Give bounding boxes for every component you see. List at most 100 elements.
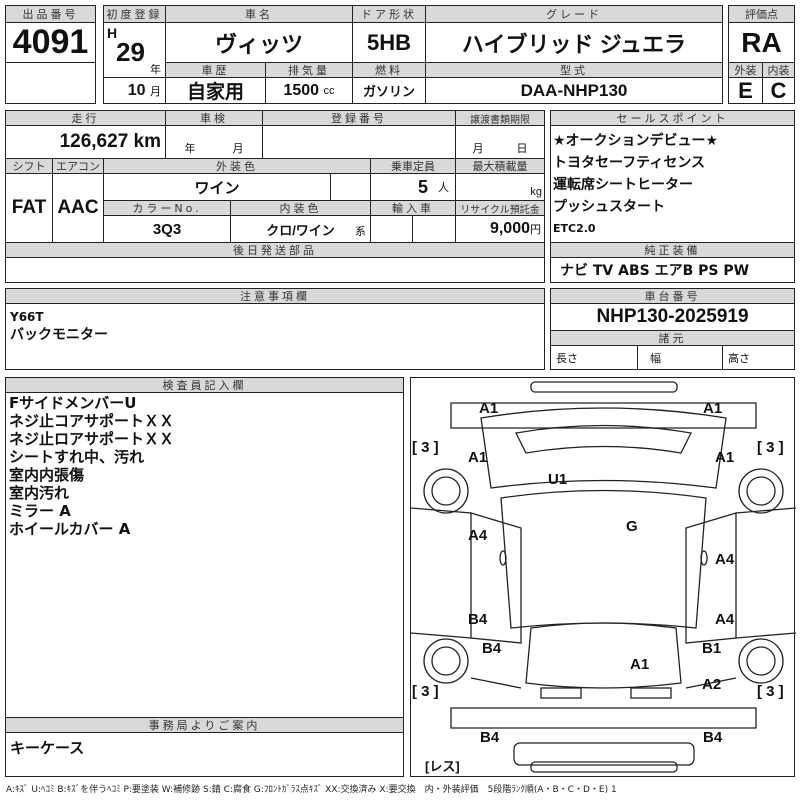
recycle-value: 9,000 xyxy=(489,220,530,237)
sales-point: ETC2.0 xyxy=(553,222,596,235)
damage-mark: [ 3 ] xyxy=(757,683,784,700)
inspector-line: ネジ止コアサポートＸＸ xyxy=(9,412,175,430)
inspector-line: FサイドメンバーU xyxy=(9,394,137,412)
damage-mark: A1 xyxy=(630,656,650,673)
inspector-line: ネジ止ロアサポートＸＸ xyxy=(9,430,175,448)
damage-mark: B4 xyxy=(703,729,723,746)
shift-label: シフト xyxy=(5,158,53,174)
history: 自家用 xyxy=(165,77,266,104)
grade: ハイブリッド ジュエラ xyxy=(425,22,723,63)
grade-label: グレード xyxy=(425,5,723,23)
damage-mark: A4 xyxy=(715,551,735,568)
car-outline-icon xyxy=(411,381,796,773)
displacement-unit: cc xyxy=(323,84,335,97)
chassis-number: NHP130-2025919 xyxy=(550,303,795,331)
inspector-label: 検査員記入欄 xyxy=(5,377,404,393)
inspector-notes: FサイドメンバーU ネジ止コアサポートＸＸ ネジ止ロアサポートＸＸ シートすれ中… xyxy=(9,394,174,538)
int-color-value: クロ/ワイン xyxy=(266,222,335,238)
int-color-label: 内装色 xyxy=(230,200,371,216)
transfer: 月日 xyxy=(455,125,545,159)
later-parts-label: 後日発送部品 xyxy=(5,242,545,258)
transfer-label: 譲渡書類期限 xyxy=(455,110,545,126)
inspection-month-unit: 月 xyxy=(232,143,244,155)
width: 幅 xyxy=(637,345,723,370)
damage-mark: A1 xyxy=(703,400,723,417)
damage-mark: U1 xyxy=(548,471,568,488)
max-load-label: 最大積載量 xyxy=(455,158,545,174)
note-line: Y66T xyxy=(10,310,44,324)
ext-color-extra xyxy=(330,173,371,201)
first-reg-year: H 29 年 xyxy=(103,22,166,78)
displacement-value: 1500 xyxy=(283,81,320,99)
damage-mark: [レス] xyxy=(425,759,460,774)
sales-point: トヨタセーフティセンス xyxy=(553,155,706,171)
sales-point: 運転席シートヒーター xyxy=(553,177,693,193)
damage-mark: B4 xyxy=(480,729,500,746)
inspector-line: 室内汚れ xyxy=(9,484,70,502)
damage-mark: G xyxy=(626,518,638,535)
sales-points-label: セールスポイント xyxy=(550,110,795,126)
int-score: C xyxy=(762,77,795,104)
car-name: ヴィッツ xyxy=(165,22,353,63)
displacement-label: 排気量 xyxy=(265,62,353,78)
door-type: 5HB xyxy=(352,22,426,63)
mileage: 126,627 km xyxy=(5,125,166,159)
inspector-line: 室内内張傷 xyxy=(9,466,85,484)
note-line: バックモニター xyxy=(10,327,108,343)
displacement: 1500 cc xyxy=(265,77,353,104)
mileage-label: 走行 xyxy=(5,110,166,126)
office-note: キーケース xyxy=(10,739,85,757)
recycle-unit: 円 xyxy=(530,224,541,236)
max-load: kg xyxy=(455,173,545,201)
inspector-line: ホイールカバー A xyxy=(9,520,131,538)
chassis-label: 車台番号 xyxy=(550,288,795,304)
month-unit: 月 xyxy=(150,85,161,98)
damage-mark: B1 xyxy=(702,640,722,657)
import-b xyxy=(412,215,456,243)
month: 10 xyxy=(127,81,146,99)
damage-mark: B4 xyxy=(482,640,502,657)
damage-mark: [ 3 ] xyxy=(412,439,439,456)
damage-mark: A1 xyxy=(715,449,735,466)
ext-color-label: 外装色 xyxy=(103,158,371,174)
office-label: 事務局よりご案内 xyxy=(5,717,404,733)
score-label: 評価点 xyxy=(728,5,795,23)
damage-mark: A4 xyxy=(715,611,735,628)
inspector-line: ミラー A xyxy=(9,502,71,520)
damage-mark: A4 xyxy=(468,527,488,544)
ac-label: エアコン xyxy=(52,158,104,174)
color-no: 3Q3 xyxy=(103,215,231,243)
int-color-suffix: 系 xyxy=(355,226,366,238)
damage-mark: A1 xyxy=(468,449,488,466)
damage-mark: B4 xyxy=(468,611,488,628)
inspection-label: 車検 xyxy=(165,110,263,126)
ext-score-label: 外装 xyxy=(728,62,763,78)
era: H xyxy=(107,25,118,41)
fuel-label: 燃料 xyxy=(352,62,426,78)
ext-color: ワイン xyxy=(103,173,331,201)
damage-diagram xyxy=(410,377,796,777)
spec-label: 諸元 xyxy=(550,330,795,346)
int-color: クロ/ワイン 系 xyxy=(230,215,371,243)
ext-score: E xyxy=(728,77,763,104)
legend: A:ｷｽﾞ U:ﾍｺﾐ B:ｷｽﾞを伴うﾍｺﾐ P:要塗装 W:補修跡 S:錆 … xyxy=(6,785,617,795)
damage-mark: [ 3 ] xyxy=(412,683,439,700)
sales-point: プッシュスタート xyxy=(553,199,665,215)
year: 29 xyxy=(116,37,145,67)
sales-points-list: ★オークションデビュー★ トヨタセーフティセンス 運転席シートヒーター プッシュ… xyxy=(553,130,718,240)
lot-label: 出品番号 xyxy=(5,5,96,23)
reg-no xyxy=(262,125,456,159)
inspector-line: シートすれ中、汚れ xyxy=(9,448,145,466)
recycle-label: リサイクル預託金 xyxy=(455,200,545,216)
equipment: ナビ TV ABS エアB PS PW xyxy=(560,263,750,279)
import-a xyxy=(370,215,413,243)
model-code: DAA-NHP130 xyxy=(425,77,723,104)
equipment-label: 純正装備 xyxy=(550,242,795,258)
capacity: 5 人 xyxy=(370,173,456,201)
damage-mark: A1 xyxy=(479,400,499,417)
shift: FAT xyxy=(5,173,53,243)
transfer-day-unit: 日 xyxy=(516,143,528,155)
year-unit: 年 xyxy=(150,64,161,76)
car-name-label: 車名 xyxy=(165,5,353,23)
height: 高さ xyxy=(722,345,795,370)
